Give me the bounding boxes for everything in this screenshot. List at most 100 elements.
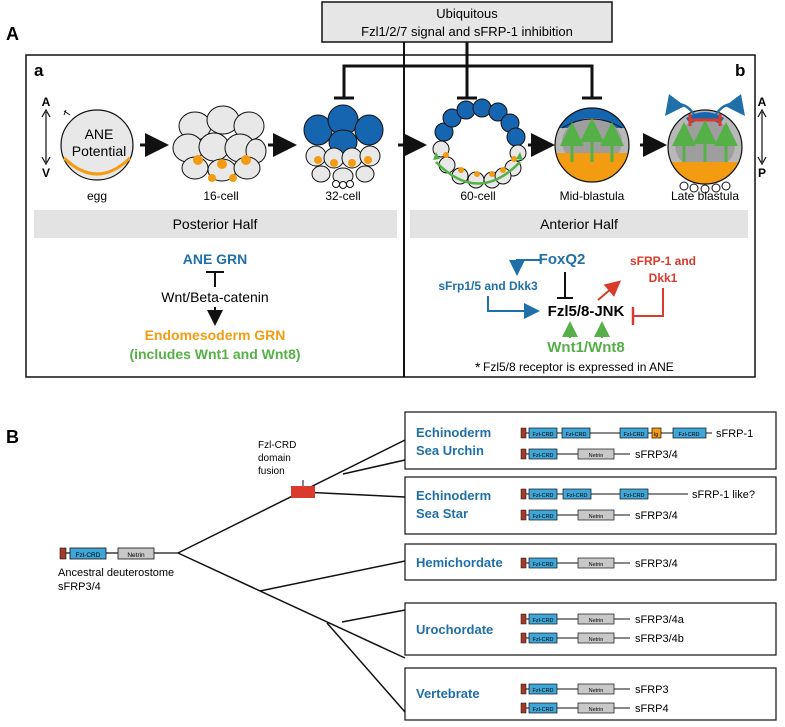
foxq2: FoxQ2	[539, 251, 586, 268]
sfrp1-dkk1-line1: sFRP-1 and	[630, 254, 696, 268]
mid-blastula-embryo	[554, 107, 630, 183]
panel-a-label: A	[6, 24, 19, 44]
stage-label-mid-blastula: Mid-blastula	[560, 189, 625, 203]
protein-label-sea-star-1: sFRP-1 like?	[692, 489, 755, 501]
egg-text-line2: Potential	[72, 143, 126, 159]
late-blastula-embryo	[664, 94, 746, 194]
ubiquitous-box	[321, 1, 613, 43]
protein-label-sea-urchin-2: sFRP3/4	[635, 449, 678, 461]
thirty-two-cell-embryo	[303, 104, 384, 189]
group-name-sea-urchin-1: Echinoderm	[416, 425, 491, 440]
protein-sfrp1-sea-urchin: Fzl-CRD Fzl-CRD Fzl-CRD Ig Fzl-CRD	[520, 427, 712, 439]
protein-label-urochordate-2: sFRP3/4b	[635, 633, 684, 645]
svg-text:Fzl-CRD: Fzl-CRD	[532, 432, 553, 438]
protein-sfrp34a-urochordate: Fzl-CRD Netrin	[520, 613, 630, 625]
svg-text:Fzl-CRD: Fzl-CRD	[532, 562, 553, 568]
protein-sfrp34-sea-urchin: Fzl-CRD Netrin	[520, 448, 630, 460]
group-name-sea-star-2: Sea Star	[416, 506, 468, 521]
svg-text:Netrin: Netrin	[589, 562, 604, 568]
posterior-header: Posterior Half	[173, 216, 258, 232]
svg-text:Fzl-CRD: Fzl-CRD	[532, 514, 553, 520]
protein-sfrp4-vertebrate: Fzl-CRD Netrin	[520, 702, 630, 714]
svg-text:Netrin: Netrin	[127, 552, 145, 559]
phylogeny-tree	[177, 439, 406, 713]
group-box-sea-star	[404, 476, 777, 535]
protein-sfrp34b-urochordate: Fzl-CRD Netrin	[520, 632, 630, 644]
axis-right-top: A	[758, 95, 767, 109]
protein-label-sea-urchin-1: sFRP-1	[716, 428, 753, 440]
svg-text:Netrin: Netrin	[589, 453, 604, 459]
egg-text-line1: ANE	[85, 126, 114, 142]
svg-text:Fzl-CRD: Fzl-CRD	[623, 432, 644, 438]
axis-left-top: A	[42, 95, 51, 109]
ane-grn: ANE GRN	[183, 251, 248, 267]
footnote: Fzl5/8 receptor is expressed in ANE	[483, 360, 674, 374]
svg-text:Fzl-CRD: Fzl-CRD	[532, 493, 553, 499]
svg-text:Fzl-CRD: Fzl-CRD	[532, 688, 553, 694]
group-name-sea-urchin-2: Sea Urchin	[416, 443, 484, 458]
stage-label-16-cell: 16-cell	[203, 189, 238, 203]
anterior-header-bg	[410, 210, 748, 238]
protein-sfrp34-hemichordate: Fzl-CRD Netrin	[520, 557, 630, 569]
ubiquitous-line1: Ubiquitous	[436, 6, 498, 21]
protein-label-vertebrate-2: sFRP4	[635, 703, 669, 715]
svg-text:Netrin: Netrin	[589, 688, 604, 694]
protein-sfrp1-like-sea-star: Fzl-CRD Fzl-CRD Fzl-CRD	[520, 488, 688, 500]
endomesoderm-note: (includes Wnt1 and Wnt8)	[129, 346, 300, 362]
stage-label-60-cell: 60-cell	[460, 189, 495, 203]
sixteen-cell-embryo	[172, 105, 267, 182]
ancestral-protein: Fzl-CRD Netrin	[59, 547, 178, 560]
svg-text:Fzl-CRD: Fzl-CRD	[678, 432, 699, 438]
posterior-header-bg	[34, 210, 397, 238]
svg-text:Netrin: Netrin	[589, 707, 604, 713]
ancestral-label-2: sFRP3/4	[58, 581, 101, 593]
sixty-cell-embryo	[432, 98, 527, 189]
svg-text:Fzl-CRD: Fzl-CRD	[532, 637, 553, 643]
sub-a-label: a	[34, 61, 44, 80]
anterior-header: Anterior Half	[540, 216, 618, 232]
endomesoderm-grn: Endomesoderm GRN	[145, 327, 286, 343]
stage-label-egg: egg	[87, 189, 107, 203]
sub-b-label: b	[735, 61, 745, 80]
stage-label-late-blastula: Late blastula	[671, 189, 739, 203]
group-box-hemichordate	[404, 543, 777, 581]
svg-text:Netrin: Netrin	[589, 514, 604, 520]
ubiquitous-line2: Fzl1/2/7 signal and sFRP-1 inhibition	[361, 24, 573, 39]
egg-embryo	[60, 109, 134, 181]
svg-text:Fzl-CRD: Fzl-CRD	[76, 552, 101, 559]
group-name-vertebrate: Vertebrate	[416, 686, 480, 701]
axis-left-bottom: V	[42, 166, 50, 180]
sfrp15-dkk3: sFrp1/5 and Dkk3	[438, 279, 538, 293]
protein-label-vertebrate-1: sFRP3	[635, 684, 669, 696]
panel-a-frame	[25, 54, 756, 378]
group-name-urochordate: Urochordate	[416, 622, 493, 637]
group-name-hemichordate: Hemichordate	[416, 555, 503, 570]
svg-text:Fzl-CRD: Fzl-CRD	[565, 432, 586, 438]
sfrp1-dkk1-line2: Dkk1	[649, 271, 678, 285]
svg-text:Fzl-CRD: Fzl-CRD	[532, 453, 553, 459]
protein-sfrp3-vertebrate: Fzl-CRD Netrin	[520, 683, 630, 695]
wnt-beta-catenin: Wnt/Beta-catenin	[161, 289, 268, 305]
wnt1-wnt8: Wnt1/Wnt8	[547, 339, 624, 356]
fzl58-jnk: Fzl5/8-JNK	[548, 303, 625, 320]
fzl-crd-fusion-marker	[291, 486, 315, 498]
ancestral-label-1: Ancestral deuterostome	[58, 567, 174, 579]
stage-label-32-cell: 32-cell	[325, 189, 360, 203]
protein-sfrp34-sea-star: Fzl-CRD Netrin	[520, 509, 630, 521]
panel-b-label: B	[6, 427, 19, 447]
footnote-star: *	[475, 359, 481, 375]
fusion-label-2: domain	[258, 453, 291, 464]
protein-label-urochordate-1: sFRP3/4a	[635, 614, 685, 626]
svg-text:Fzl-CRD: Fzl-CRD	[532, 707, 553, 713]
svg-text:Netrin: Netrin	[589, 618, 604, 624]
axis-right-bottom: P	[758, 166, 766, 180]
svg-text:Netrin: Netrin	[589, 637, 604, 643]
svg-text:Ig: Ig	[654, 432, 659, 438]
svg-text:Fzl-CRD: Fzl-CRD	[623, 493, 644, 499]
svg-text:Fzl-CRD: Fzl-CRD	[532, 618, 553, 624]
protein-label-hemichordate: sFRP3/4	[635, 558, 678, 570]
protein-label-sea-star-2: sFRP3/4	[635, 510, 678, 522]
svg-text:Fzl-CRD: Fzl-CRD	[566, 493, 587, 499]
group-box-urochordate	[404, 602, 777, 656]
